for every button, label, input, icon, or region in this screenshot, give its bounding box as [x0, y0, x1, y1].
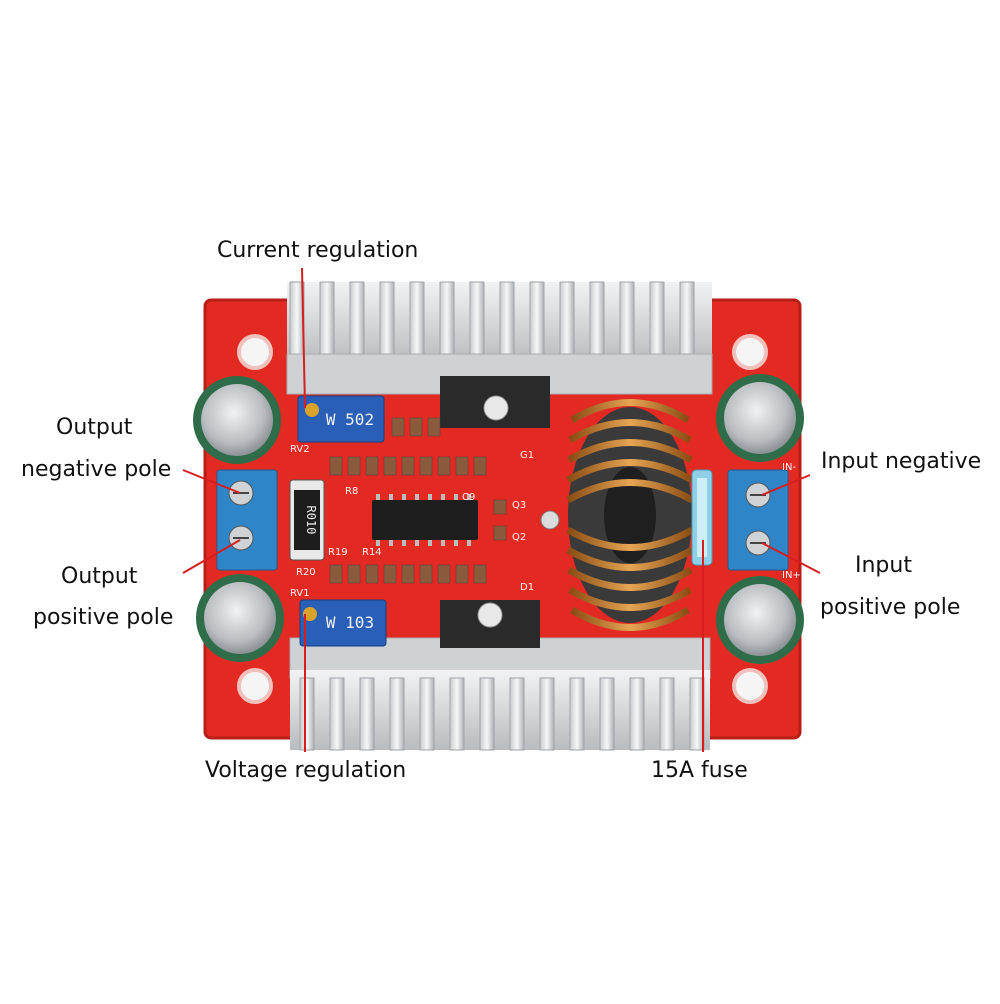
control-ic — [372, 494, 478, 546]
silk-rv1: RV1 — [290, 588, 310, 599]
input-terminal-block — [727, 469, 789, 571]
silk-q3: Q3 — [512, 500, 526, 511]
shunt-marking: R010 — [304, 506, 318, 535]
label-voltage-regulation: Voltage regulation — [205, 758, 407, 783]
silk-r8: R8 — [345, 486, 358, 497]
silk-r19: R19 — [328, 547, 348, 558]
shunt-resistor: R010 — [289, 479, 325, 561]
label-output-negative-line2: negative pole — [21, 457, 172, 482]
silk-q2: Q2 — [512, 532, 526, 543]
silk-rv2: RV2 — [290, 444, 310, 455]
pointer-current-regulation — [301, 267, 306, 409]
pointer-output-positive — [182, 539, 241, 574]
label-output-negative-line1: Output — [56, 415, 133, 440]
pointer-lines — [182, 267, 821, 752]
center-via — [540, 510, 560, 530]
silk-in-plus: IN+ — [782, 570, 801, 581]
bottom-heatsink — [289, 600, 711, 751]
smd-components — [329, 417, 507, 584]
label-input-positive-line2: positive pole — [820, 595, 961, 620]
label-output-positive-line1: Output — [61, 564, 138, 589]
output-terminal-block — [216, 469, 278, 571]
current-pot: W 502 — [297, 395, 385, 443]
pointer-output-negative — [182, 469, 241, 494]
silk-in-minus: IN- — [782, 462, 796, 473]
pot-bottom-marking: W 103 — [326, 613, 374, 632]
silk-r20: R20 — [296, 567, 316, 578]
label-fuse: 15A fuse — [651, 758, 748, 783]
pointer-input-negative — [761, 474, 811, 496]
silk-d1: D1 — [520, 582, 534, 593]
toroid-inductor — [566, 399, 694, 631]
silk-c9: C9 — [462, 492, 475, 503]
capacitor — [193, 374, 804, 664]
silk-r14: R14 — [362, 547, 382, 558]
voltage-pot: W 103 — [299, 599, 387, 647]
label-input-negative: Input negative — [821, 449, 982, 474]
label-output-positive-line2: positive pole — [33, 605, 174, 630]
label-current-regulation: Current regulation — [217, 238, 419, 263]
silk-g1: G1 — [520, 450, 534, 461]
pot-top-marking: W 502 — [326, 410, 374, 429]
mounting-hole — [237, 334, 768, 704]
pointer-input-positive — [761, 542, 821, 574]
top-heatsink — [286, 281, 713, 428]
label-input-positive-line1: Input — [855, 553, 912, 578]
